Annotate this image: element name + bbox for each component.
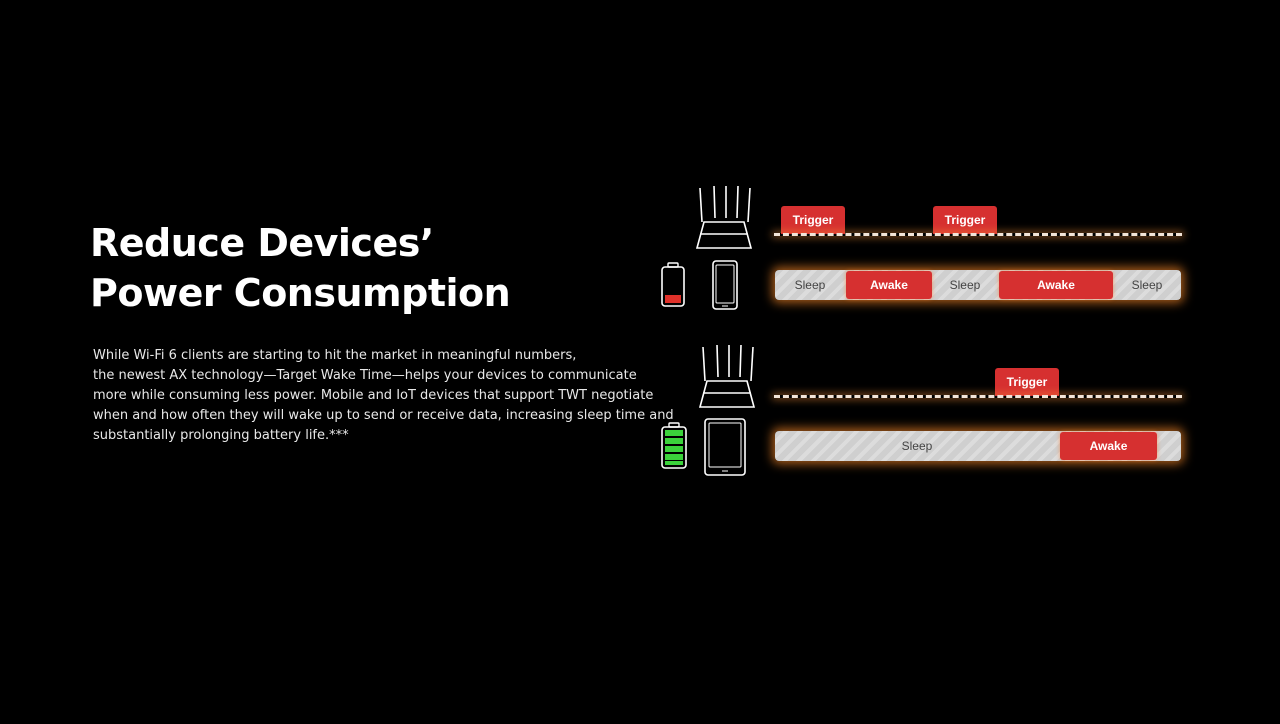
tablet-icon: [704, 418, 746, 476]
battery-level-fill: [665, 430, 683, 465]
description-paragraph: While Wi-Fi 6 clients are starting to hi…: [93, 346, 674, 446]
router-icon: [695, 185, 753, 249]
battery-low-icon: [661, 262, 685, 307]
timeline-segment-sleep: Sleep: [901, 439, 933, 453]
timeline-segment-awake: Awake: [1060, 432, 1157, 460]
description-line-5: substantially prolonging battery life.**…: [93, 428, 349, 443]
battery-full-icon: [661, 422, 687, 469]
page-title-line-2: Power Consumption: [90, 271, 511, 315]
description-line-2: the newest AX technology—Target Wake Tim…: [93, 368, 637, 383]
description-line-3: more while consuming less power. Mobile …: [93, 388, 654, 403]
timeline-segment-sleep: Sleep: [1131, 278, 1163, 292]
timeline-segment-sleep: Sleep: [794, 278, 826, 292]
timeline-segment-awake: Awake: [846, 271, 932, 299]
page-title: Reduce Devices’ Power Consumption: [90, 218, 610, 318]
timeline-segment-sleep: Sleep: [949, 278, 981, 292]
trigger-badge: Trigger: [995, 368, 1059, 396]
signal-line: [774, 395, 1182, 398]
battery-level-fill: [665, 295, 681, 303]
trigger-badge: Trigger: [933, 206, 997, 234]
sleep-wake-timeline: Sleep Awake Sleep Awake Sleep: [775, 270, 1181, 300]
smartphone-icon: [712, 260, 738, 310]
router-icon: [698, 344, 756, 408]
description-line-4: when and how often they will wake up to …: [93, 408, 674, 423]
description-line-1: While Wi-Fi 6 clients are starting to hi…: [93, 348, 577, 363]
signal-line: [774, 233, 1182, 236]
page-title-line-1: Reduce Devices’: [90, 221, 434, 265]
trigger-badge: Trigger: [781, 206, 845, 234]
timeline-segment-awake: Awake: [999, 271, 1113, 299]
sleep-wake-timeline: Sleep Awake: [775, 431, 1181, 461]
